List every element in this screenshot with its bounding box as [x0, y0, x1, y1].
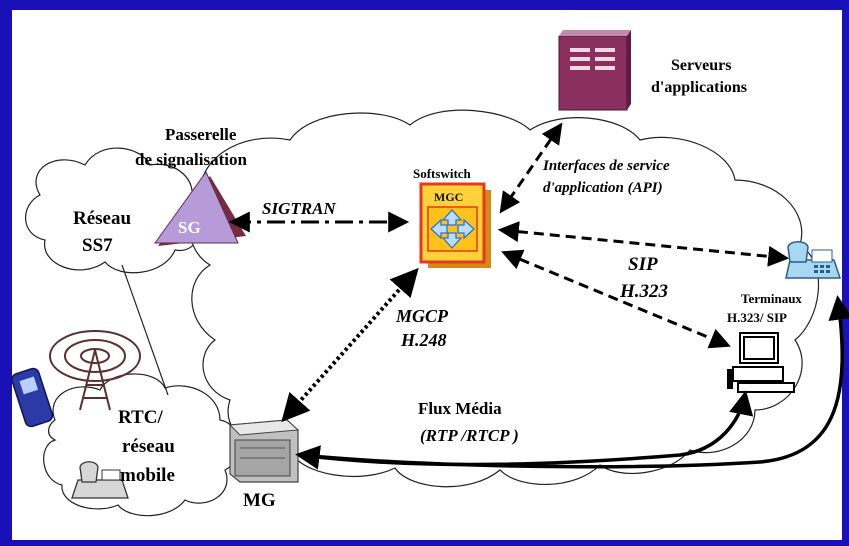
computer-terminal — [727, 332, 795, 393]
h323-label: H.323 — [619, 281, 668, 302]
ip-phone — [785, 241, 842, 279]
sigtran-label: SIGTRAN — [262, 199, 336, 218]
terminaux-line2: H.323/ SIP — [727, 310, 787, 325]
sip-terminal-link — [501, 249, 731, 349]
reseau-line1: Réseau — [73, 208, 131, 229]
serveurs-line1: Serveurs — [671, 57, 731, 74]
ss7-rtc-link — [121, 264, 169, 396]
sip-label: SIP — [628, 254, 658, 275]
mgcp-label: MGCP — [395, 306, 449, 326]
passerelle-line2: de signalisation — [135, 150, 247, 169]
api-line1: Interfaces de service — [542, 158, 670, 174]
flux-line2: (RTP /RTCP ) — [420, 426, 519, 445]
softswitch-label: Softswitch — [413, 166, 472, 181]
desk-phone — [71, 461, 129, 499]
h248-label: H.248 — [400, 330, 447, 350]
sg-label: SG — [178, 218, 201, 237]
api-line2: d'application (API) — [543, 180, 663, 196]
softswitch-box: MGC — [419, 182, 491, 268]
cellular-tower — [49, 330, 141, 411]
mg-label: MG — [243, 490, 276, 511]
application-server — [558, 30, 631, 111]
reseau-line2: SS7 — [82, 235, 113, 256]
passerelle-line1: Passerelle — [165, 125, 237, 144]
media-stream-phone — [299, 295, 849, 469]
api-link — [499, 122, 563, 214]
serveurs-line2: d'applications — [651, 79, 747, 96]
terminaux-line1: Terminaux — [741, 291, 802, 306]
flux-line1: Flux Média — [418, 399, 502, 418]
rtc-line1: RTC/ — [118, 407, 163, 428]
media-gateway — [228, 419, 300, 483]
mgc-label: MGC — [434, 190, 463, 204]
rtc-line3: mobile — [120, 465, 175, 486]
signaling-gateway-triangle: SG — [154, 171, 246, 246]
rtc-line2: réseau — [122, 436, 175, 457]
mobile-phone — [11, 367, 54, 428]
